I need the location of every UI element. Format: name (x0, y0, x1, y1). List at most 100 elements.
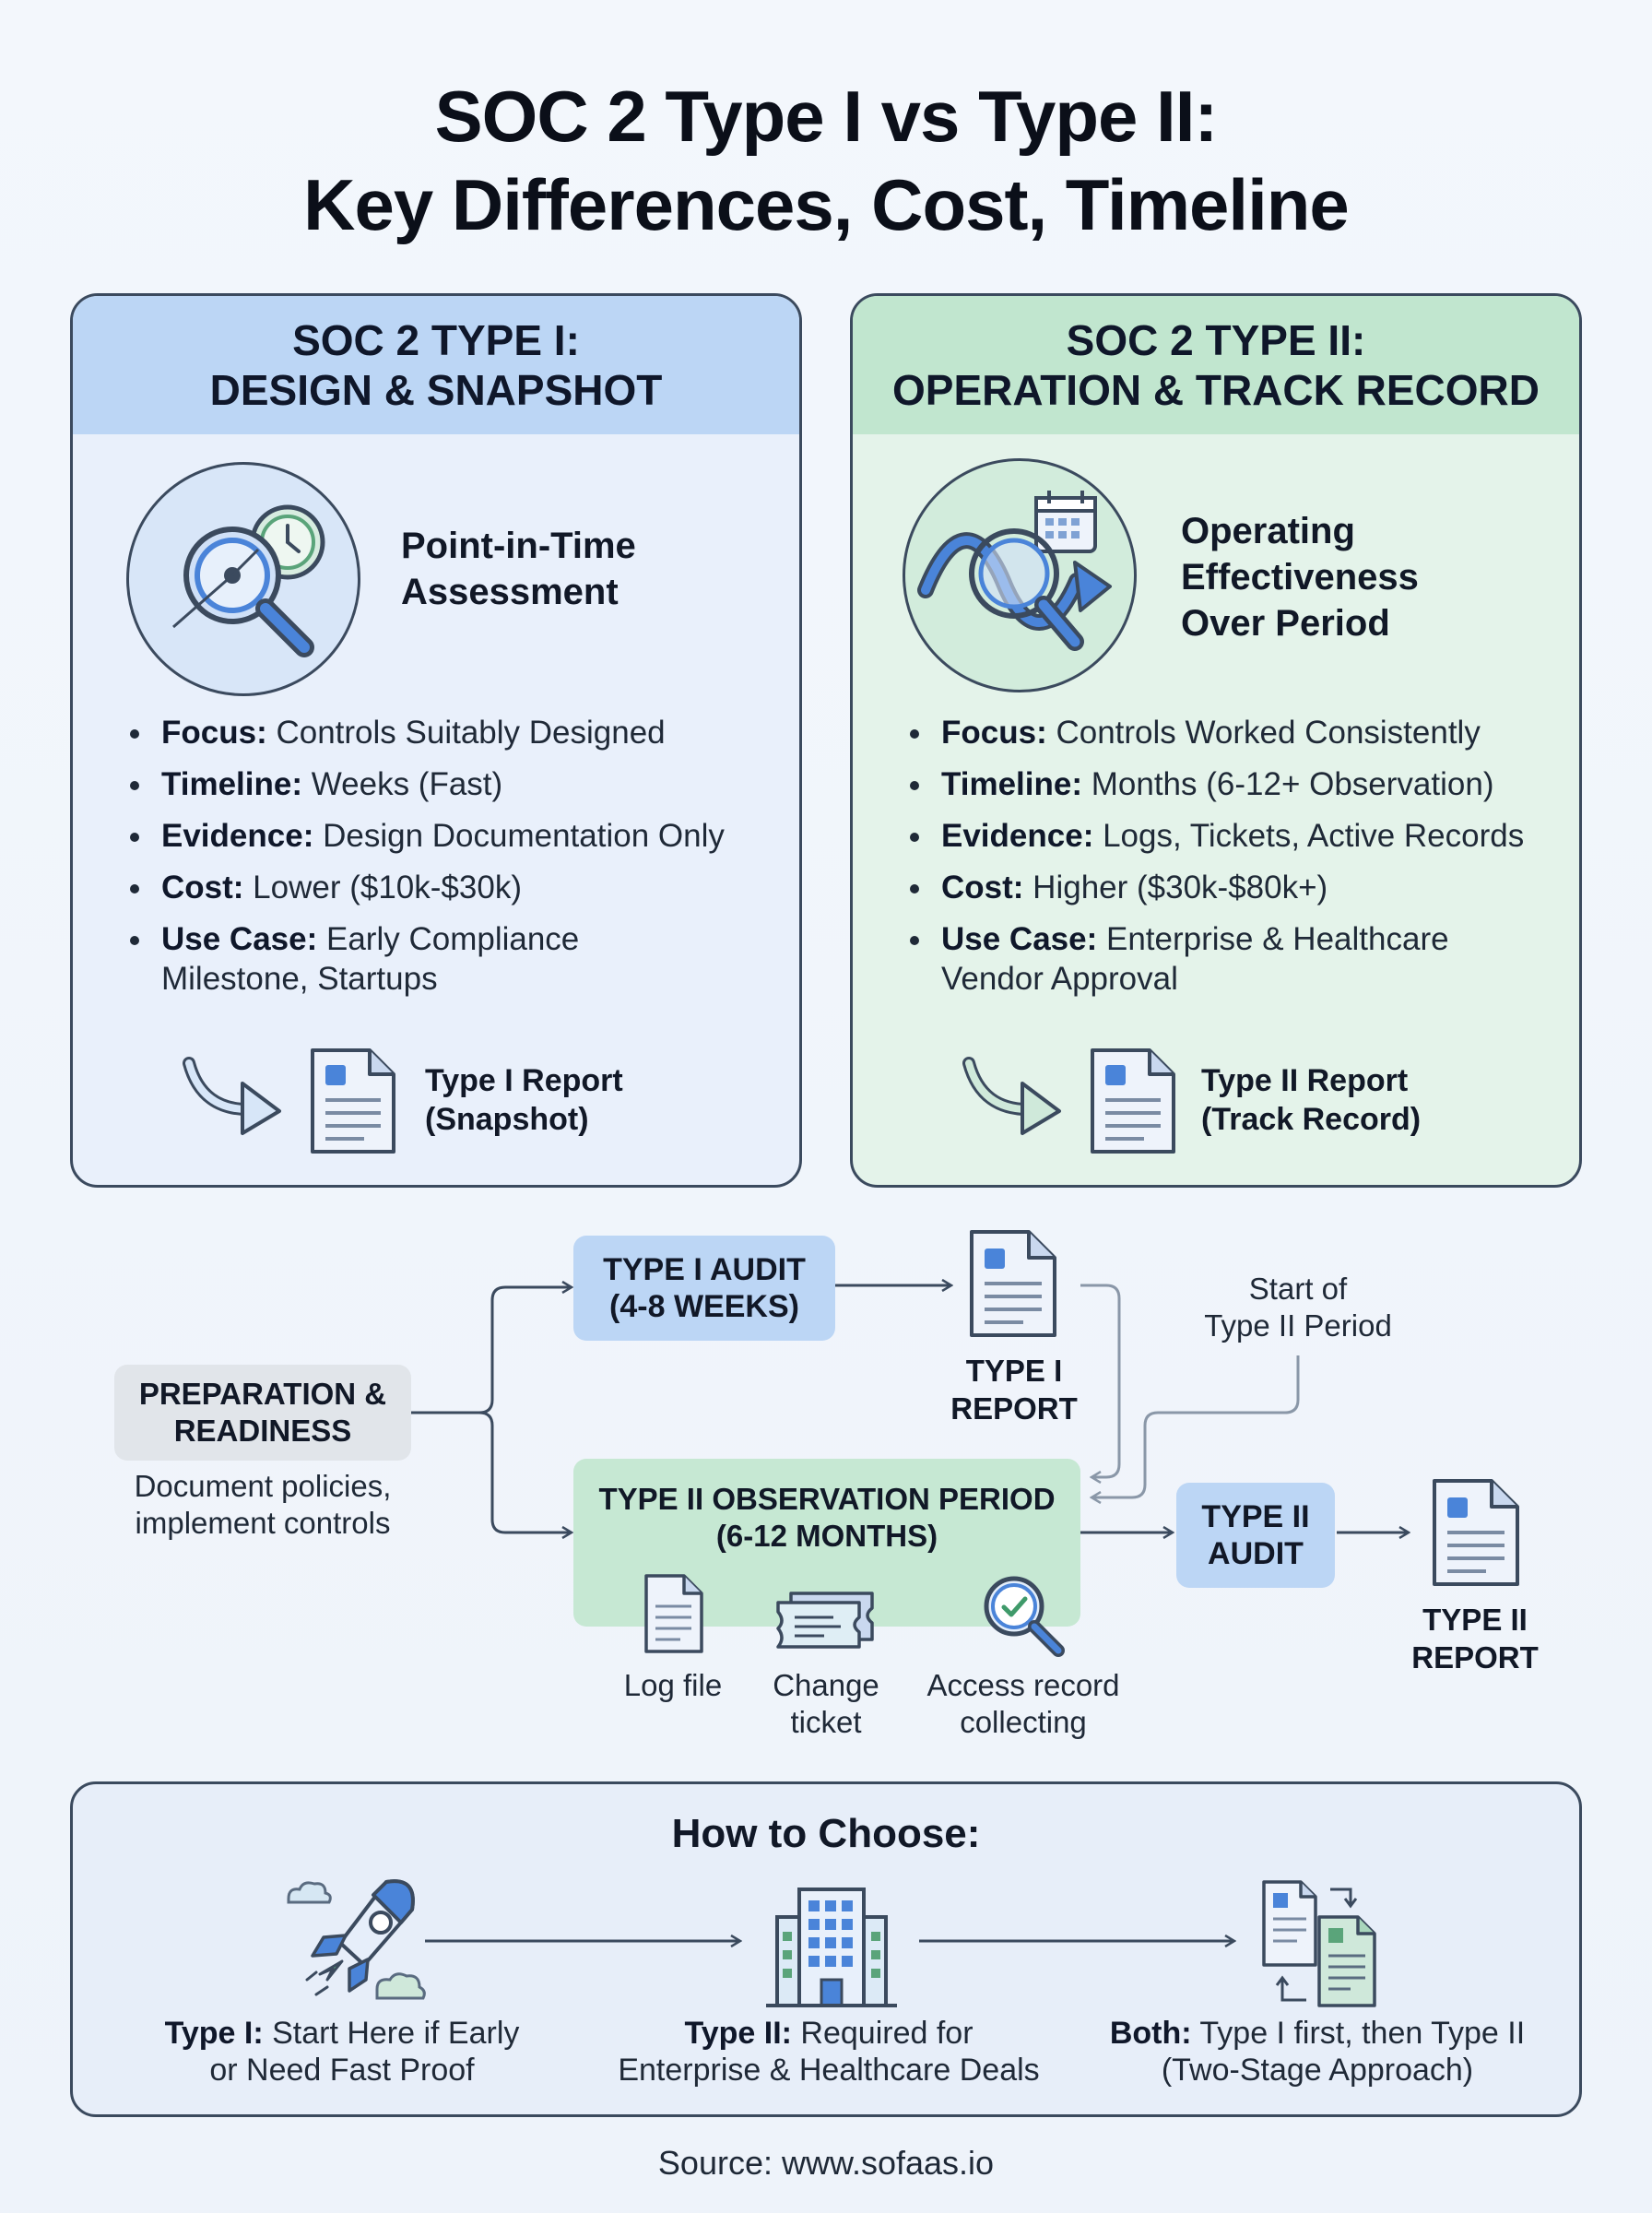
office-building-icon (766, 1888, 897, 2007)
type2-bullet-use-case: Use Case: Enterprise & Healthcare Vendor… (904, 919, 1494, 999)
page-title: SOC 2 Type I vs Type II: Key Differences… (0, 72, 1652, 249)
choice-text-line-2: or Need Fast Proof (209, 2053, 475, 2088)
type2-bullet-evidence: Evidence: Logs, Tickets, Active Records (904, 816, 1568, 856)
how-to-choose-panel: How to Choose: (70, 1781, 1582, 2117)
t2report-line-1: TYPE II (1422, 1603, 1528, 1637)
type1-bullet-focus: Focus: Controls Suitably Designed (124, 713, 788, 752)
ticket-line-1: Change (773, 1668, 879, 1702)
how-to-choose-title: How to Choose: (671, 1811, 981, 1856)
curved-arrow-icon (183, 1057, 281, 1135)
t2audit-line-2: AUDIT (1208, 1536, 1304, 1571)
bullet-text: Enterprise & Healthcare Vendor Approval (941, 921, 1449, 997)
log-file-label: Log file (623, 1668, 723, 1702)
t2audit-line-1: TYPE II (1201, 1499, 1310, 1534)
choice-type2: Type II: Required for Enterprise & Healt… (589, 2015, 1068, 2089)
type1-report-document-icon (970, 1230, 1056, 1337)
type1-subtitle-line-1: Point-in-Time (401, 526, 636, 566)
t1audit-line-1: TYPE I AUDIT (603, 1252, 806, 1287)
type2-head-line-2: OPERATION & TRACK RECORD (892, 366, 1540, 414)
bullet-text: Logs, Tickets, Active Records (1103, 818, 1525, 854)
start-of-type2-period-label: Start of Type II Period (1163, 1271, 1433, 1344)
type1-bullet-use-case: Use Case: Early Compliance Milestone, St… (124, 919, 641, 999)
type1-audit-box: TYPE I AUDIT (4-8 WEEKS) (573, 1236, 835, 1341)
bullet-text: Higher ($30k-$80k+) (1032, 870, 1328, 905)
start-line-1: Start of (1248, 1272, 1348, 1306)
choice-type1: Type I: Start Here if Early or Need Fast… (130, 2015, 554, 2089)
bullet-text: Design Documentation Only (323, 818, 725, 854)
type2-head-line-1: SOC 2 TYPE II: (1066, 316, 1366, 364)
preparation-box: PREPARATION & READINESS (114, 1365, 411, 1461)
type2-report-line-1: Type II Report (1201, 1063, 1409, 1098)
type1-head-line-2: DESIGN & SNAPSHOT (209, 366, 663, 414)
bullet-text: Weeks (Fast) (311, 766, 503, 802)
type1-icon-circle (126, 462, 360, 696)
type1-bullet-list: Focus: Controls Suitably Designed Timeli… (124, 713, 788, 1011)
bullet-label: Focus: (941, 715, 1047, 751)
prep-line-1: PREPARATION & (138, 1377, 387, 1411)
bullet-label: Timeline: (941, 766, 1083, 802)
bullet-label: Timeline: (161, 766, 303, 802)
choice-label: Type II: (684, 2016, 792, 2051)
title-line-1: SOC 2 Type I vs Type II: (434, 76, 1219, 157)
bullet-text: Months (6-12+ Observation) (1091, 766, 1494, 802)
type2-bullet-timeline: Timeline: Months (6-12+ Observation) (904, 764, 1568, 804)
access-record-check-icon (984, 1576, 1065, 1657)
choice-label: Both: (1109, 2016, 1192, 2051)
type2-bullet-focus: Focus: Controls Worked Consistently (904, 713, 1568, 752)
type1-panel-header: SOC 2 TYPE I: DESIGN & SNAPSHOT (73, 296, 799, 434)
type2-panel: SOC 2 TYPE II: OPERATION & TRACK RECORD … (850, 293, 1582, 1188)
type2-panel-header: SOC 2 TYPE II: OPERATION & TRACK RECORD (853, 296, 1579, 434)
type2-report-label: Type II Report (Track Record) (1201, 1061, 1421, 1139)
type2-report-flow-label: TYPE II REPORT (1383, 1601, 1567, 1676)
choice-text-line-2: (Two-Stage Approach) (1161, 2053, 1474, 2088)
obs-line-1: TYPE II OBSERVATION PERIOD (598, 1482, 1056, 1516)
document-icon (1091, 1048, 1175, 1154)
type2-icon-circle (903, 458, 1137, 692)
type1-bullet-evidence: Evidence: Design Documentation Only (124, 816, 788, 856)
magnifier-wave-calendar-icon (917, 491, 1112, 651)
bullet-label: Use Case: (941, 921, 1098, 957)
bullet-text: Lower ($10k-$30k) (253, 870, 522, 905)
curved-arrow-icon (962, 1057, 1061, 1135)
choice-text-line-1: Type I first, then Type II (1191, 2016, 1526, 2051)
t1audit-line-2: (4-8 WEEKS) (609, 1289, 799, 1324)
type1-report-label: Type I Report (Snapshot) (425, 1061, 623, 1139)
document-icon (311, 1048, 395, 1154)
prep-desc-line-2: implement controls (135, 1506, 391, 1540)
source-credit: Source: www.sofaas.io (657, 2144, 995, 2182)
start-line-2: Type II Period (1204, 1308, 1392, 1343)
type1-subtitle: Point-in-Time Assessment (401, 523, 636, 615)
choice-text-line-2: Enterprise & Healthcare Deals (618, 2053, 1040, 2088)
t1report-line-1: TYPE I (965, 1354, 1063, 1388)
choice-text-line-1: Start Here if Early (263, 2016, 520, 2051)
rocket-icon (287, 1879, 426, 2000)
two-documents-swap-icon (1262, 1880, 1376, 2007)
type1-bullet-timeline: Timeline: Weeks (Fast) (124, 764, 788, 804)
type1-subtitle-line-2: Assessment (401, 572, 619, 612)
type1-head-line-1: SOC 2 TYPE I: (292, 316, 580, 364)
access-line-2: collecting (960, 1705, 1087, 1739)
type2-report-line-2: (Track Record) (1201, 1102, 1422, 1137)
bullet-text: Early Compliance Milestone, Startups (161, 921, 580, 997)
type2-subtitle-line-3: Over Period (1181, 603, 1390, 644)
bullet-label: Cost: (161, 870, 244, 905)
prep-desc-line-1: Document policies, (134, 1469, 392, 1503)
change-ticket-icon (776, 1592, 874, 1649)
type2-subtitle-line-1: Operating (1181, 511, 1355, 551)
bullet-label: Focus: (161, 715, 267, 751)
type2-report-document-icon (1433, 1479, 1519, 1586)
choice-both: Both: Type I first, then Type II (Two-St… (1087, 2015, 1548, 2089)
type1-bullet-cost: Cost: Lower ($10k-$30k) (124, 868, 788, 907)
change-ticket-label: Change ticket (752, 1667, 900, 1741)
prep-line-2: READINESS (173, 1414, 352, 1448)
type2-bullet-cost: Cost: Higher ($30k-$80k+) (904, 868, 1568, 907)
bullet-label: Use Case: (161, 921, 318, 957)
log-file-icon (644, 1574, 703, 1653)
bullet-label: Evidence: (941, 818, 1094, 854)
choice-label: Type I: (164, 2016, 264, 2051)
bullet-label: Evidence: (161, 818, 314, 854)
type2-subtitle: Operating Effectiveness Over Period (1181, 508, 1419, 646)
ticket-line-2: ticket (790, 1705, 862, 1739)
title-line-2: Key Differences, Cost, Timeline (303, 164, 1350, 245)
